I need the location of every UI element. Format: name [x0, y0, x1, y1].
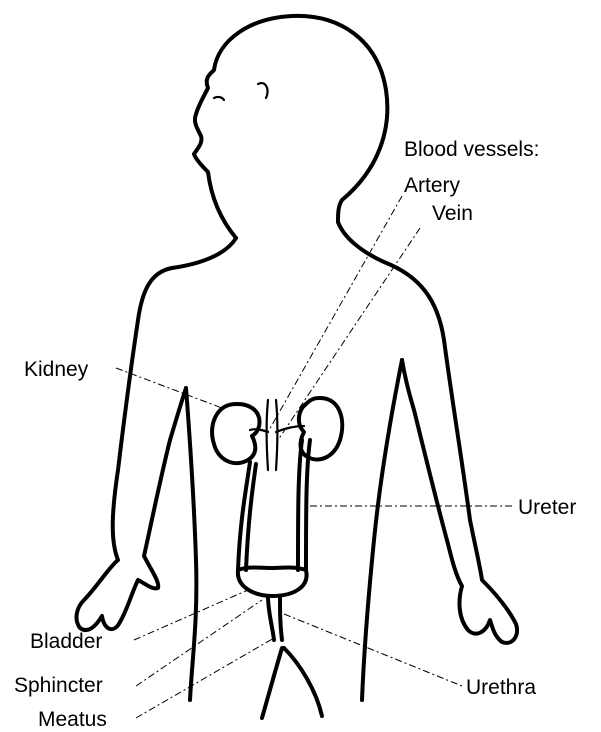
vein-leader [278, 228, 420, 440]
bladder-label: Bladder [30, 630, 102, 653]
right-ureter-inner [306, 440, 310, 570]
urethra-label: Urethra [466, 676, 536, 699]
left-leg-outline [262, 648, 282, 718]
urethra [268, 596, 274, 640]
bladder [238, 568, 307, 597]
right-leg-outline [284, 648, 322, 716]
bladder-leader [134, 590, 248, 640]
vein-label: Vein [432, 202, 473, 225]
artery-vessel [267, 400, 269, 470]
sphincter-leader [136, 600, 262, 686]
meatus-label: Meatus [38, 708, 107, 731]
right-shoulder-outline [338, 222, 517, 643]
left-kidney [212, 404, 259, 463]
eye-outline [214, 97, 224, 100]
meatus-leader [136, 638, 274, 718]
ear-outline [258, 83, 268, 98]
leader-lines [116, 196, 512, 718]
urethra-leader [284, 614, 462, 686]
right-kidney [299, 398, 342, 459]
artery-leader [268, 196, 402, 432]
labels: Blood vessels: Artery Vein Kidney Ureter… [14, 138, 576, 731]
urethra-inner [280, 596, 282, 640]
left-torso-outline [186, 388, 196, 700]
ureter-label: Ureter [518, 496, 576, 519]
head-outline [194, 16, 387, 238]
child-body-outline [77, 16, 518, 718]
right-ureter [298, 440, 302, 570]
sphincter-label: Sphincter [14, 674, 103, 697]
kidney-label: Kidney [24, 358, 89, 381]
blood-vessels-label: Blood vessels: [404, 138, 539, 161]
vein-vessel [276, 400, 278, 470]
kidney-leader [116, 368, 222, 408]
artery-label: Artery [404, 174, 461, 197]
right-torso-outline [362, 360, 402, 700]
blood-vessels [250, 400, 304, 470]
